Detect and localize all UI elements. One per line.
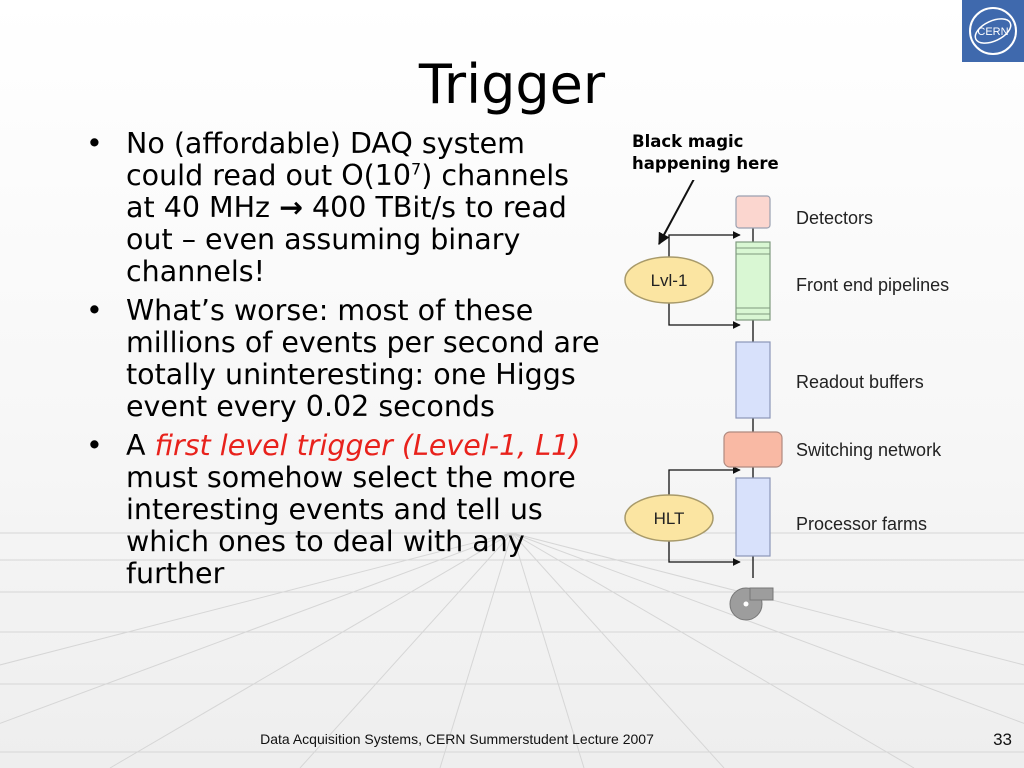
slide-title: Trigger: [418, 53, 606, 116]
cern-logo-icon: CERN: [962, 0, 1024, 62]
bullet-marker: •: [86, 429, 103, 462]
bullet-marker: •: [86, 127, 103, 160]
lvl1-label: Lvl-1: [651, 271, 688, 290]
readout-buffers-box: [735, 341, 771, 419]
storage-icon: [729, 587, 774, 621]
bullet-marker: •: [86, 294, 103, 327]
switching-network-box: [723, 431, 783, 468]
highlighted-term: first level trigger (Level-1, L1): [154, 429, 581, 462]
bullet-item: • No (affordable) DAQ system could read …: [86, 128, 606, 288]
pipelines-box: [735, 241, 771, 321]
bullet-text: must somehow select the more interesting…: [126, 461, 576, 590]
stage-label-pipelines: Front end pipelines: [796, 275, 949, 295]
bullet-text: No (affordable) DAQ system could read ou…: [126, 127, 525, 192]
lvl1-node: [624, 256, 714, 304]
annotation-line: happening here: [632, 154, 779, 173]
exponent: 7: [411, 159, 422, 179]
stage-label-readout: Readout buffers: [796, 372, 924, 392]
stage-label-detectors: Detectors: [796, 208, 873, 228]
bullet-text: What’s worse: most of these millions of …: [126, 294, 600, 423]
footer-text: Data Acquisition Systems, CERN Summerstu…: [260, 731, 654, 747]
hlt-label: HLT: [654, 509, 685, 528]
logo-text: CERN: [977, 26, 1008, 38]
annotation-pointer: [658, 180, 695, 246]
bullet-text: 400 TBit/s to read out – even assuming b…: [126, 191, 567, 288]
detectors-box: [735, 195, 771, 229]
bullet-list: • No (affordable) DAQ system could read …: [86, 128, 606, 597]
bullet-text: ) channels at 40 MHz: [126, 159, 570, 224]
stage-label-switching: Switching network: [796, 440, 942, 460]
stage-label-processor: Processor farms: [796, 514, 927, 534]
trigger-diagram: Detectors Front end pipelines Readout bu…: [624, 180, 949, 621]
annotation-line: Black magic: [632, 132, 744, 151]
annotation-label: Black magic happening here: [632, 131, 779, 175]
bullet-item: • What’s worse: most of these millions o…: [86, 295, 606, 423]
hlt-node: [624, 494, 714, 542]
bullet-item: • A first level trigger (Level-1, L1) mu…: [86, 430, 606, 590]
page-number: 33: [993, 730, 1012, 749]
bullet-text: A: [126, 429, 155, 462]
right-arrow-icon: →: [279, 191, 303, 224]
processor-farms-box: [735, 477, 771, 557]
